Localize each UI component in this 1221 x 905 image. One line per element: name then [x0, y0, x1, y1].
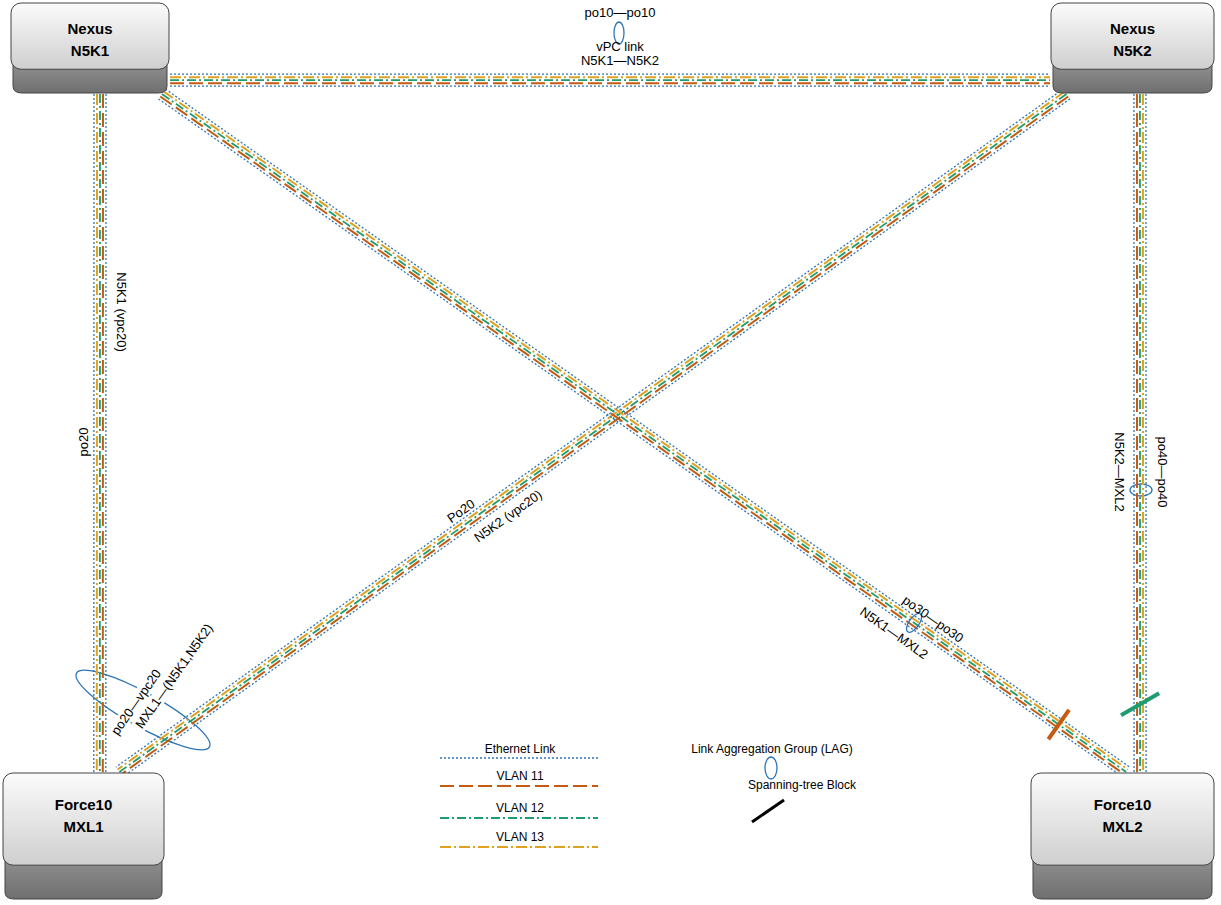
- switch-box: Force10 MXL1: [2, 772, 165, 900]
- switch-box: Force10 MXL2: [1030, 772, 1215, 900]
- vlan13-line: [164, 92, 1128, 770]
- ethernet-link: [170, 74, 1050, 75]
- lag-sample: [765, 757, 777, 779]
- port-channel-label: po10—po10: [585, 5, 656, 20]
- switch-top: [1031, 773, 1214, 865]
- vlan11-line: [170, 82, 1050, 84]
- ethernet-sample: [440, 757, 598, 758]
- link-label: vPC link: [596, 39, 644, 54]
- vlan12-line: [162, 94, 1126, 772]
- vlan13-sample: [440, 846, 598, 848]
- switch-name: Nexus N5K2: [1110, 18, 1155, 62]
- vlan11-line: [102, 94, 104, 772]
- link-bundle: [1134, 94, 1146, 772]
- vlan12-line: [1139, 94, 1141, 772]
- lag-symbol: [1130, 484, 1152, 496]
- switch-top: [1051, 3, 1214, 69]
- legend-text: VLAN 11: [496, 769, 543, 784]
- stp-block: [1048, 710, 1069, 739]
- link-bundle: [94, 94, 106, 772]
- ethernet-link: [165, 89, 1129, 767]
- switch-shape: [1030, 772, 1215, 900]
- ethernet-link: [1145, 94, 1146, 772]
- switch-name: Force10 MXL2: [1094, 794, 1152, 838]
- vlan12-line: [119, 94, 1066, 772]
- ethernet-link: [159, 99, 1123, 777]
- legend-text: VLAN 12: [496, 801, 544, 816]
- vlan12-line: [99, 94, 101, 772]
- ethernet-link: [105, 94, 106, 772]
- vlan11-line: [160, 96, 1124, 774]
- vlan11-sample: [440, 785, 598, 787]
- vlan12-sample: [440, 817, 598, 819]
- link-label: N5K2 (vpc20): [471, 487, 544, 545]
- legend-text: VLAN 13: [496, 830, 544, 845]
- port-channel-label: po40—po40: [1155, 437, 1170, 508]
- ethernet-link: [170, 86, 1050, 87]
- vlan12-line: [170, 79, 1050, 81]
- ethernet-link: [93, 94, 94, 772]
- switch-box: Nexus N5K1: [10, 2, 170, 94]
- switch-name: Force10 MXL1: [55, 794, 113, 838]
- vlan13-line: [96, 94, 98, 772]
- ethernet-link: [123, 99, 1070, 777]
- vlan11-line: [1136, 94, 1138, 772]
- switch-name: Nexus N5K1: [67, 18, 112, 62]
- switch-top: [3, 773, 164, 865]
- link-bundle: [159, 89, 1130, 777]
- switch-box: Nexus N5K2: [1050, 2, 1215, 94]
- link-bundle: [170, 74, 1050, 86]
- link-label: N5K1—N5K2: [581, 53, 659, 68]
- vlan13-line: [1142, 94, 1144, 772]
- vlan11-line: [121, 96, 1068, 774]
- legend-text: Spanning-tree Block: [748, 778, 856, 793]
- legend-text: Link Aggregation Group (LAG): [691, 742, 852, 757]
- stp-block-sample: [752, 800, 784, 822]
- stp-block: [1121, 693, 1159, 715]
- port-channel-label: po20: [76, 428, 91, 457]
- ethernet-link: [1133, 94, 1134, 772]
- vlan13-line: [170, 76, 1050, 78]
- ethernet-link: [116, 89, 1063, 767]
- legend-text: Ethernet Link: [485, 742, 556, 757]
- port-channel-label: Po20: [444, 496, 477, 526]
- link-bundle: [116, 89, 1070, 777]
- link-label: N5K2—MXL2: [1112, 432, 1127, 511]
- switch-shape: [2, 772, 165, 900]
- link-label: N5K1 (vpc20): [114, 272, 129, 351]
- vlan13-line: [118, 92, 1065, 770]
- switch-top: [11, 3, 169, 69]
